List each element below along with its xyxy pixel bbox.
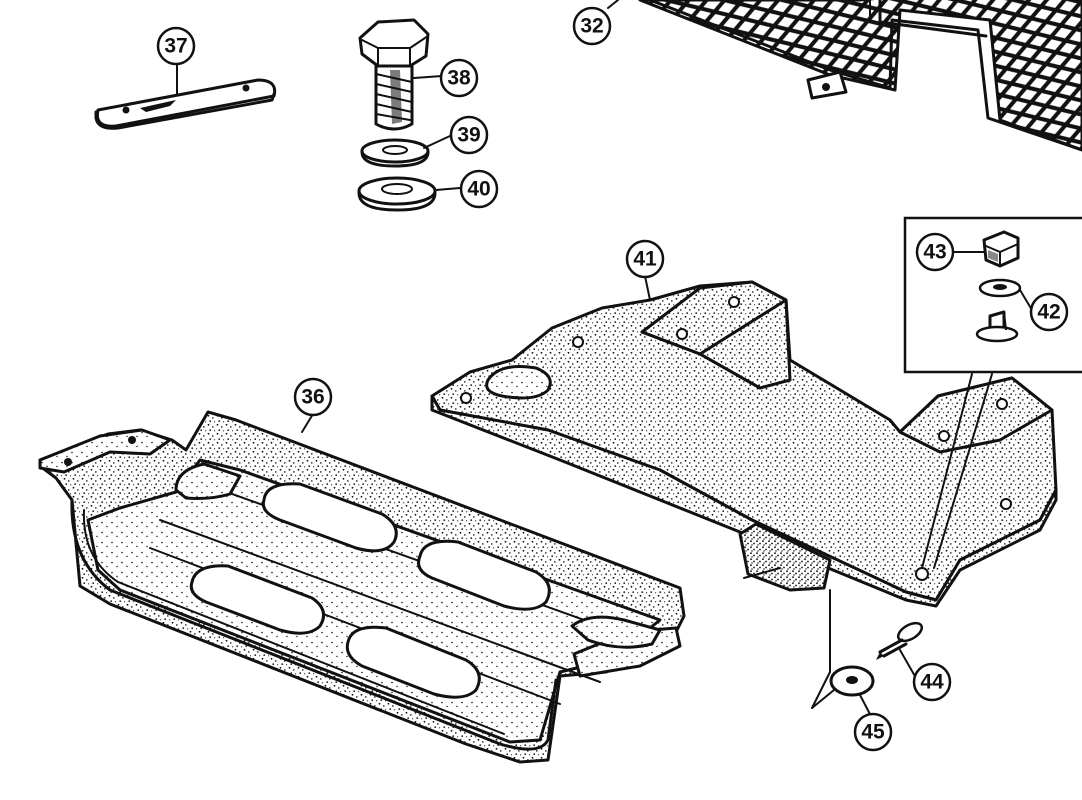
stud [975, 310, 1019, 343]
washer-part-45 [811, 589, 875, 709]
screw-part-44 [876, 621, 924, 660]
callout-label: 36 [301, 386, 324, 409]
callout-label: 43 [923, 241, 946, 264]
shield-bracket-part-41 [430, 280, 1058, 608]
leader-lines [176, 0, 1033, 719]
callout-label: 44 [920, 671, 944, 694]
callout-41: 41 [625, 239, 665, 279]
callout-label: 39 [457, 124, 480, 147]
callout-37: 37 [156, 26, 196, 66]
nut-part-43 [982, 230, 1020, 268]
washer-part-42 [978, 278, 1022, 298]
callout-label: 37 [164, 35, 187, 58]
bolt-part-38 [358, 18, 430, 131]
grille-panel-part-32 [638, 0, 1082, 152]
callout-45: 45 [853, 712, 893, 752]
spring-washer-part-39 [360, 138, 430, 168]
callout-label: 40 [467, 178, 490, 201]
callout-label: 45 [861, 721, 885, 744]
flat-washer-part-40 [357, 176, 437, 212]
callout-label: 38 [447, 67, 471, 90]
callout-43: 43 [915, 232, 955, 272]
callout-36: 36 [293, 377, 333, 417]
callout-label: 42 [1037, 301, 1060, 324]
callout-32: 32 [572, 6, 612, 46]
skid-tray-part-36 [38, 410, 686, 764]
callout-42: 42 [1029, 292, 1069, 332]
callout-39: 39 [449, 115, 489, 155]
strap-plate-part-37 [94, 78, 277, 130]
callout-44: 44 [912, 662, 952, 702]
callout-40: 40 [459, 169, 499, 209]
callout-label: 41 [633, 248, 657, 271]
callout-label: 32 [580, 15, 603, 38]
callout-38: 38 [439, 58, 479, 98]
